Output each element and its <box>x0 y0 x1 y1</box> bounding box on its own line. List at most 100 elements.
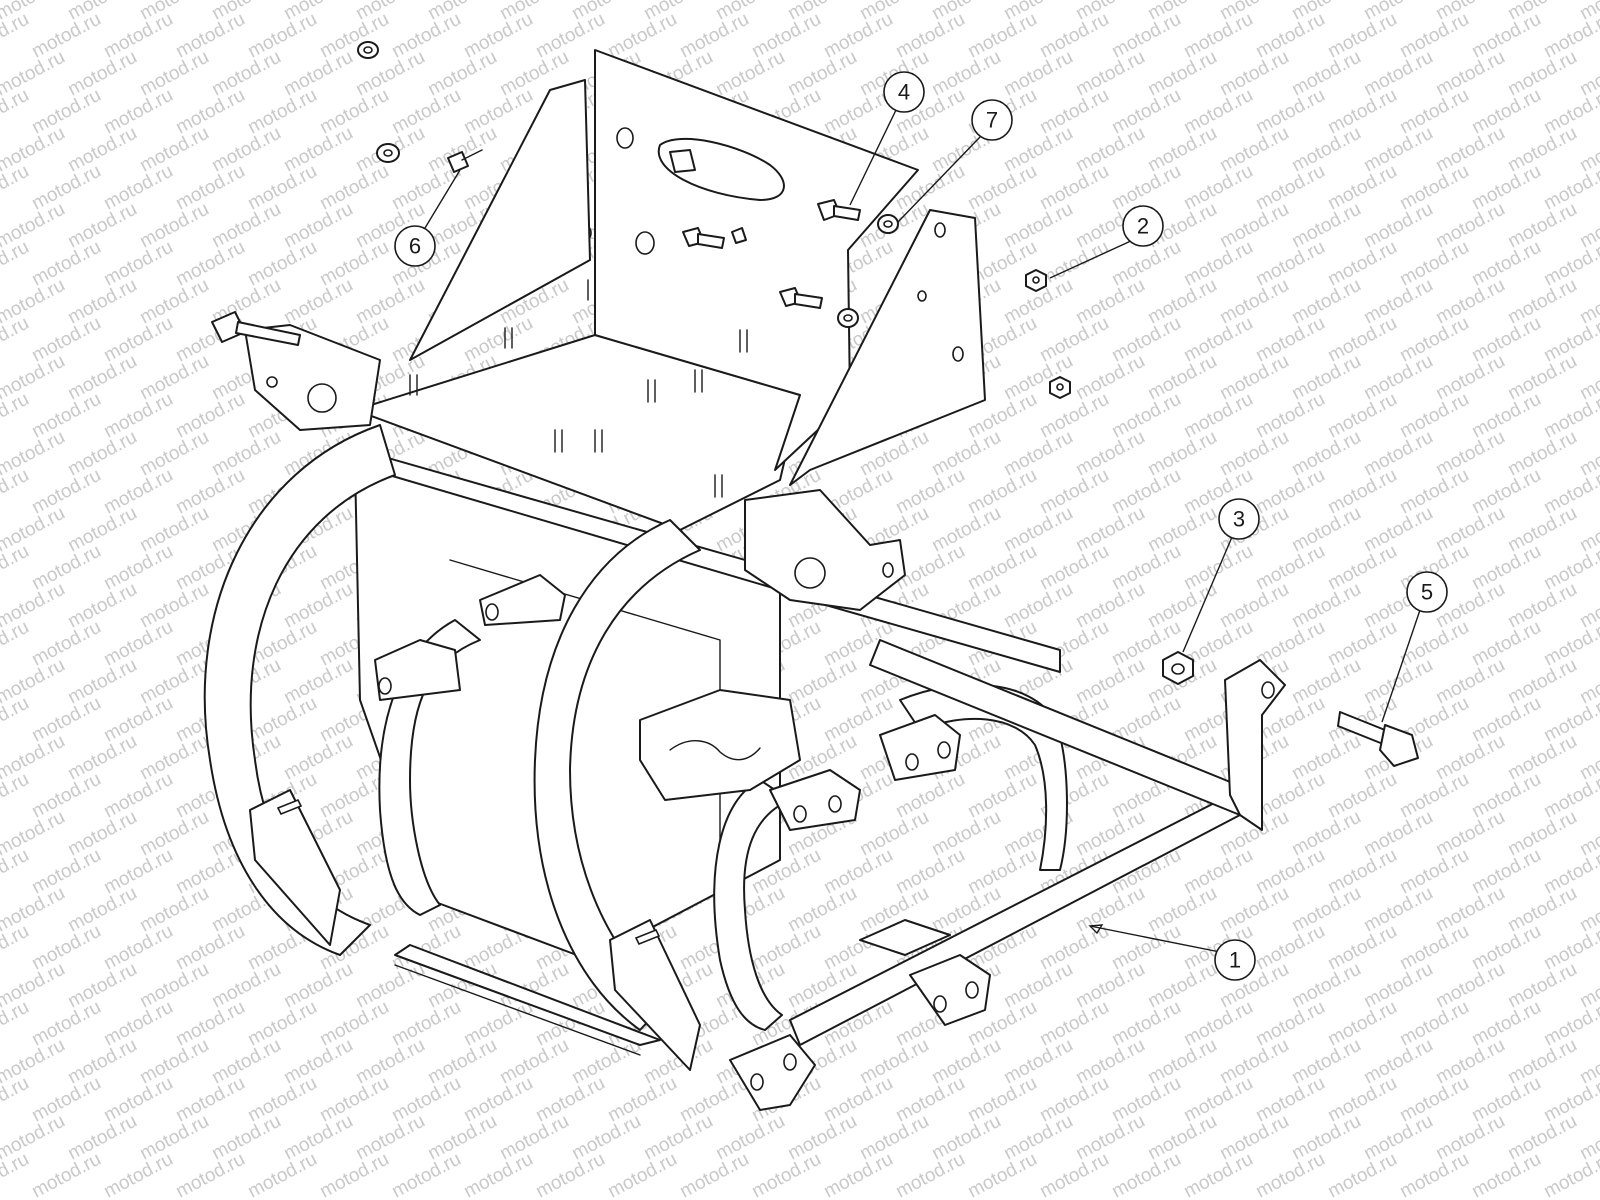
watermark-text: motod.ru <box>1324 1149 1400 1200</box>
watermark-text: motod.ru <box>1216 47 1292 101</box>
watermark-text: motod.ru <box>856 1035 932 1089</box>
watermark-text: motod.ru <box>1360 807 1436 861</box>
watermark-text: motod.ru <box>388 997 464 1051</box>
watermark-text: motod.ru <box>28 1073 104 1127</box>
frame-assembly <box>203 49 1286 1111</box>
watermark-text: motod.ru <box>1000 959 1076 1013</box>
watermark-text: motod.ru <box>1144 351 1220 405</box>
watermark-text: motod.ru <box>244 693 320 747</box>
watermark-text: motod.ru <box>100 9 176 63</box>
watermark-text: motod.ru <box>1108 389 1184 443</box>
watermark-text: motod.ru <box>1036 1073 1112 1127</box>
watermark-text: motod.ru <box>1396 9 1472 63</box>
watermark-text: motod.ru <box>316 997 392 1051</box>
watermark-text: motod.ru <box>244 9 320 63</box>
watermark-text: motod.ru <box>1504 579 1580 633</box>
watermark-text: motod.ru <box>1324 921 1400 975</box>
watermark-text: motod.ru <box>892 845 968 899</box>
watermark-text: motod.ru <box>1000 47 1076 101</box>
watermark-text: motod.ru <box>604 1073 680 1127</box>
watermark-text: motod.ru <box>1252 997 1328 1051</box>
watermark-text: motod.ru <box>208 199 284 253</box>
watermark-text: motod.ru <box>100 1073 176 1127</box>
watermark-text: motod.ru <box>64 1035 140 1089</box>
watermark-text: motod.ru <box>1360 959 1436 1013</box>
watermark-text: motod.ru <box>1360 351 1436 405</box>
watermark-text: motod.ru <box>172 85 248 139</box>
watermark-text: motod.ru <box>1252 1149 1328 1200</box>
watermark-text: motod.ru <box>1576 0 1600 24</box>
watermark-text: motod.ru <box>1540 1149 1600 1200</box>
watermark-text: motod.ru <box>1288 731 1364 785</box>
watermark-text: motod.ru <box>1144 579 1220 633</box>
watermark-text: motod.ru <box>280 579 356 633</box>
watermark-text: motod.ru <box>1288 655 1364 709</box>
watermark-text: motod.ru <box>676 1149 752 1200</box>
watermark-text: motod.ru <box>1468 769 1544 823</box>
watermark-text: motod.ru <box>244 161 320 215</box>
watermark-text: motod.ru <box>964 1073 1040 1127</box>
watermark-text: motod.ru <box>1036 237 1112 291</box>
watermark-text: motod.ru <box>1180 161 1256 215</box>
watermark-text: motod.ru <box>64 883 140 937</box>
svg-text:7: 7 <box>986 108 998 133</box>
watermark-text: motod.ru <box>316 161 392 215</box>
watermark-text: motod.ru <box>208 47 284 101</box>
watermark-text: motod.ru <box>1108 1073 1184 1127</box>
watermark-text: motod.ru <box>1288 807 1364 861</box>
watermark-text: motod.ru <box>1252 389 1328 443</box>
watermark-text: motod.ru <box>1072 579 1148 633</box>
watermark-text: motod.ru <box>1468 9 1544 63</box>
watermark-text: motod.ru <box>28 237 104 291</box>
watermark-text: motod.ru <box>280 959 356 1013</box>
watermark-text: motod.ru <box>1252 769 1328 823</box>
watermark-text: motod.ru <box>1504 123 1580 177</box>
watermark-text: motod.ru <box>28 693 104 747</box>
watermark-text: motod.ru <box>64 959 140 1013</box>
watermark-text: motod.ru <box>172 921 248 975</box>
watermark-text: motod.ru <box>172 9 248 63</box>
watermark-text: motod.ru <box>1216 1035 1292 1089</box>
watermark-text: motod.ru <box>1324 237 1400 291</box>
watermark-text: motod.ru <box>172 237 248 291</box>
watermark-text: motod.ru <box>1504 427 1580 481</box>
watermark-text: motod.ru <box>28 85 104 139</box>
nut-lower <box>1049 376 1071 399</box>
watermark-text: motod.ru <box>1252 9 1328 63</box>
watermark-text: motod.ru <box>1036 997 1112 1051</box>
watermark-text: motod.ru <box>1072 1111 1148 1165</box>
svg-text:4: 4 <box>898 80 910 105</box>
watermark-text: motod.ru <box>208 1111 284 1165</box>
watermark-text: motod.ru <box>1432 1035 1508 1089</box>
watermark-text: motod.ru <box>28 389 104 443</box>
watermark-text: motod.ru <box>1324 465 1400 519</box>
watermark-text: motod.ru <box>1252 313 1328 367</box>
watermark-text: motod.ru <box>1288 275 1364 329</box>
watermark-text: motod.ru <box>1324 389 1400 443</box>
watermark-text: motod.ru <box>1504 351 1580 405</box>
watermark-text: motod.ru <box>424 1035 500 1089</box>
watermark-text: motod.ru <box>352 1035 428 1089</box>
watermark-text: motod.ru <box>964 769 1040 823</box>
watermark-text: motod.ru <box>1324 997 1400 1051</box>
watermark-text: motod.ru <box>100 693 176 747</box>
watermark-text: motod.ru <box>100 389 176 443</box>
watermark-text: motod.ru <box>172 465 248 519</box>
watermark-text: motod.ru <box>604 1149 680 1200</box>
watermark-text: motod.ru <box>712 47 788 101</box>
watermark-text: motod.ru <box>64 199 140 253</box>
watermark-text: motod.ru <box>1360 275 1436 329</box>
watermark-text: motod.ru <box>64 427 140 481</box>
watermark-text: motod.ru <box>100 845 176 899</box>
watermark-text: motod.ru <box>1396 161 1472 215</box>
watermark-text: motod.ru <box>532 1073 608 1127</box>
watermark-text: motod.ru <box>1432 123 1508 177</box>
washer-top-1 <box>357 41 379 59</box>
watermark-text: motod.ru <box>1360 1111 1436 1165</box>
watermark-text: motod.ru <box>1288 427 1364 481</box>
watermark-text: motod.ru <box>748 921 824 975</box>
watermark-text: motod.ru <box>1252 617 1328 671</box>
watermark-text: motod.ru <box>1072 959 1148 1013</box>
watermark-text: motod.ru <box>1108 9 1184 63</box>
watermark-text: motod.ru <box>1468 845 1544 899</box>
